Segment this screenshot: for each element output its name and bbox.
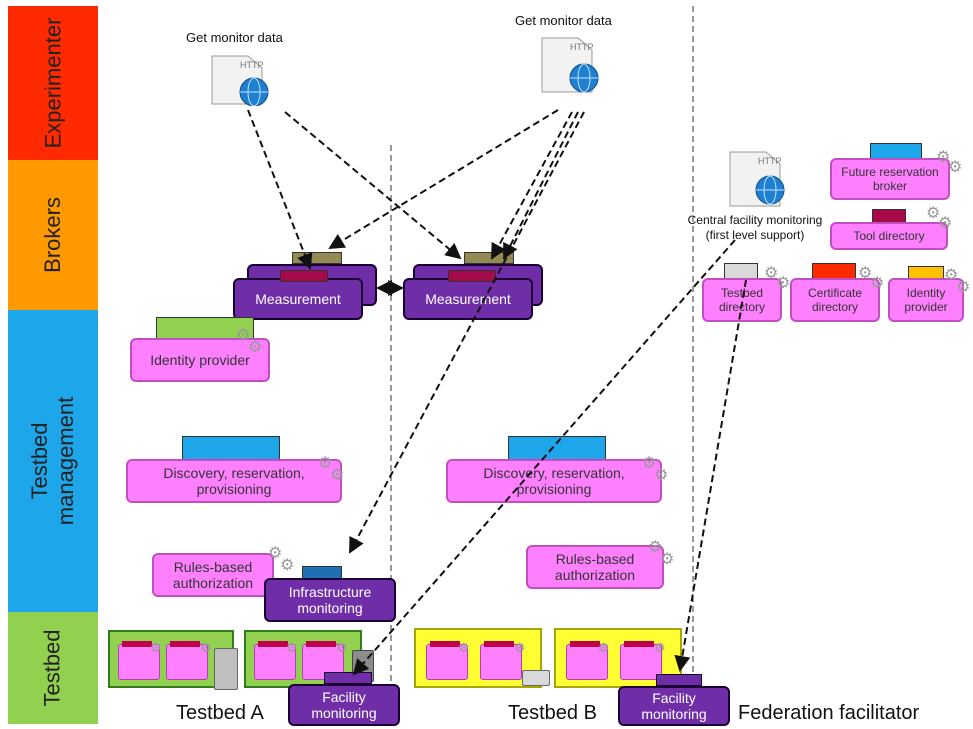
http-text: HTTP	[240, 60, 264, 70]
infrastructure-monitoring[interactable]: Infrastructure monitoring	[264, 578, 396, 622]
identity-provider-a[interactable]: Identity provider	[130, 338, 270, 382]
future-reservation-broker[interactable]: Future reservation broker	[830, 158, 950, 200]
facility-monitoring-a-label: Facility monitoring	[311, 689, 377, 721]
measurement-a[interactable]: Measurement	[233, 278, 363, 320]
layer-experimenter: Experimenter	[8, 6, 98, 160]
gear-icon: ⚙	[286, 640, 298, 655]
server-icon	[214, 648, 238, 690]
certificate-directory[interactable]: Certificate directory	[790, 278, 880, 322]
discovery-b-label: Discovery, reservation, provisioning	[483, 465, 625, 497]
rules-auth-a-label: Rules-based authorization	[172, 559, 254, 591]
node	[480, 641, 522, 680]
node	[426, 641, 468, 680]
node	[118, 641, 160, 680]
gear-icon: ⚙	[268, 545, 283, 562]
layer-testbed-management: Testbed management	[8, 310, 98, 612]
arrow-right-http-to-infra	[349, 111, 585, 554]
node	[254, 641, 296, 680]
facility-monitoring-b[interactable]: Facility monitoring	[618, 686, 730, 726]
federation-name: Federation facilitator	[738, 702, 920, 724]
node	[566, 641, 608, 680]
http-label-right: Get monitor data	[515, 13, 612, 28]
http-icon-central: HTTP	[728, 148, 788, 210]
measurement-a-inner-tab	[280, 270, 328, 282]
gear-icon: ⚙	[936, 149, 951, 166]
layer-testbed: Testbed	[8, 612, 98, 724]
rules-auth-b-label: Rules-based authorization	[554, 551, 636, 583]
measurement-a-label: Measurement	[255, 291, 341, 307]
gear-icon: ⚙	[598, 640, 610, 655]
rack-a1: ⚙ ⚙	[108, 630, 234, 688]
layer-brokers: Brokers	[8, 160, 98, 310]
gear-icon: ⚙	[150, 640, 162, 655]
gear-icon: ⚙	[944, 267, 959, 284]
http-icon-left: HTTP	[210, 50, 270, 107]
http-label-central: Central facility monitoring (first level…	[687, 213, 823, 242]
gear-icon: ⚙	[318, 455, 333, 472]
certificate-directory-label: Certificate directory	[807, 286, 863, 314]
identity-provider-a-label: Identity provider	[150, 352, 250, 368]
measurement-b-inner-tab	[448, 270, 496, 282]
gear-icon: ⚙	[514, 640, 526, 655]
testbed-directory[interactable]: Testbed directory	[702, 278, 782, 322]
node	[620, 641, 662, 680]
gear-icon: ⚙	[648, 539, 663, 556]
future-reservation-broker-label: Future reservation broker	[841, 165, 939, 193]
tool-directory[interactable]: Tool directory	[830, 222, 948, 250]
infrastructure-monitoring-label: Infrastructure monitoring	[288, 584, 372, 616]
discovery-a-label: Discovery, reservation, provisioning	[163, 465, 305, 497]
rules-auth-a[interactable]: Rules-based authorization	[152, 553, 274, 597]
node	[166, 641, 208, 680]
rack-b1: ⚙ ⚙	[414, 628, 542, 688]
tool-directory-label: Tool directory	[853, 229, 925, 243]
facility-monitoring-b-tab	[656, 674, 702, 686]
gear-icon: ⚙	[458, 640, 470, 655]
arrow-right-http-to-meas-b	[491, 111, 573, 260]
gear-icon: ⚙	[776, 275, 791, 292]
arrow-central-to-facility-b	[674, 279, 747, 672]
gear-icon: ⚙	[330, 467, 345, 484]
testbed-b-name: Testbed B	[508, 702, 597, 724]
http-text: HTTP	[758, 156, 782, 166]
gear-icon: ⚙	[870, 275, 885, 292]
gear-icon: ⚙	[956, 279, 971, 296]
arrow-left-http-to-meas-b	[284, 111, 462, 260]
rules-auth-b[interactable]: Rules-based authorization	[526, 545, 664, 589]
gear-icon: ⚙	[336, 640, 348, 655]
discovery-b[interactable]: Discovery, reservation, provisioning	[446, 459, 662, 503]
gear-icon: ⚙	[654, 467, 669, 484]
http-icon-right: HTTP	[540, 32, 600, 96]
gear-icon: ⚙	[654, 640, 666, 655]
identity-provider-fed-label: Identity provider	[904, 286, 948, 314]
gear-icon: ⚙	[248, 339, 263, 356]
gear-icon: ⚙	[280, 557, 295, 574]
discovery-a[interactable]: Discovery, reservation, provisioning	[126, 459, 342, 503]
facility-monitoring-a[interactable]: Facility monitoring	[288, 684, 400, 726]
device-icon	[522, 670, 550, 686]
gear-icon: ⚙	[200, 640, 212, 655]
gear-icon: ⚙	[926, 205, 941, 222]
facility-monitoring-b-label: Facility monitoring	[641, 690, 707, 722]
arrow-right-http-to-meas-b2	[503, 111, 579, 260]
arrow-central-to-facility-a	[352, 239, 736, 676]
gear-icon: ⚙	[938, 215, 953, 232]
arrow-right-http-to-meas-a	[328, 109, 559, 250]
measurement-b[interactable]: Measurement	[403, 278, 533, 320]
identity-provider-fed[interactable]: Identity provider	[888, 278, 964, 322]
http-label-left: Get monitor data	[186, 30, 283, 45]
gear-icon: ⚙	[858, 265, 873, 282]
measurement-b-label: Measurement	[425, 291, 511, 307]
gear-icon: ⚙	[236, 327, 251, 344]
arrow-left-http-to-meas-a	[247, 109, 313, 270]
gear-icon: ⚙	[764, 265, 779, 282]
gear-icon: ⚙	[948, 159, 963, 176]
http-text: HTTP	[570, 42, 594, 52]
gear-icon: ⚙	[642, 455, 657, 472]
testbed-a-name: Testbed A	[176, 702, 264, 724]
gear-icon: ⚙	[660, 551, 675, 568]
